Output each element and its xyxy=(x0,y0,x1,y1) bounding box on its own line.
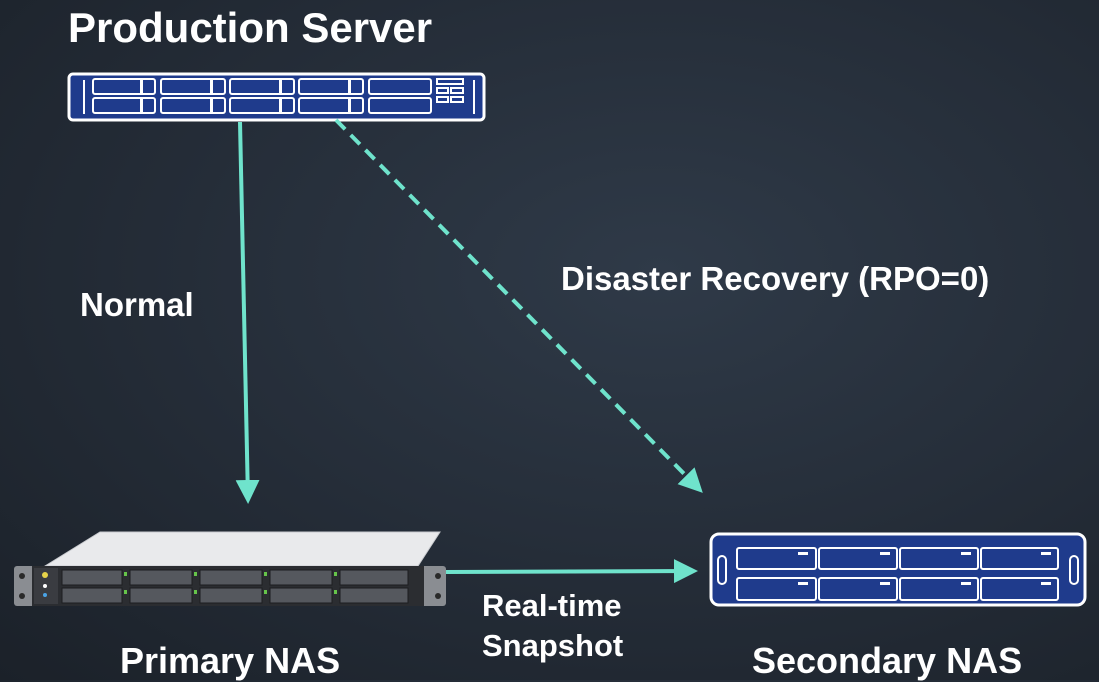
production-server-icon xyxy=(67,72,486,122)
normal-arrow xyxy=(235,121,260,504)
normal-label: Normal xyxy=(80,286,194,323)
snapshot-arrow xyxy=(445,559,698,584)
disaster-recovery-label: Disaster Recovery (RPO=0) xyxy=(561,260,990,297)
primary-nas-icon xyxy=(14,531,446,606)
realtime-label: Real-time xyxy=(482,588,622,623)
disaster-recovery-arrow xyxy=(334,118,703,493)
secondary-nas-icon xyxy=(709,532,1087,607)
primary-nas-label: Primary NAS xyxy=(120,640,341,681)
secondary-nas-label: Secondary NAS xyxy=(752,640,1023,681)
page-title: Production Server xyxy=(68,4,433,51)
snapshot-label: Snapshot xyxy=(482,628,624,663)
